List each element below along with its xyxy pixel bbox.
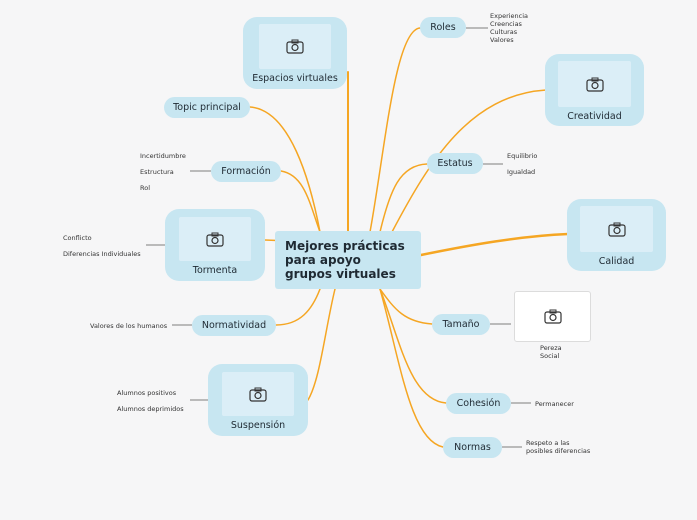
leaf-valores[interactable]: Valores <box>490 36 514 44</box>
leaf-diferencias-individuales[interactable]: Diferencias Individuales <box>63 250 141 258</box>
node-normatividad[interactable]: Normatividad <box>192 315 276 336</box>
node-estatus[interactable]: Estatus <box>427 153 483 174</box>
branch-suspension <box>307 288 336 401</box>
leaf-posibles-diferencias[interactable]: posibles diferencias <box>526 447 591 455</box>
leaf-alumnos-deprimidos[interactable]: Alumnos deprimidos <box>117 405 184 413</box>
leaf-creencias[interactable]: Creencias <box>490 20 522 28</box>
leaf-conflicto[interactable]: Conflicto <box>63 234 92 242</box>
leaf-pereza[interactable]: Pereza <box>540 344 562 352</box>
leaf-permanecer[interactable]: Permanecer <box>535 400 574 408</box>
leaf-igualdad[interactable]: Igualdad <box>507 168 536 176</box>
image-placeholder <box>222 372 294 416</box>
node-label: Topic principal <box>173 102 241 113</box>
branch-estatus <box>379 163 428 233</box>
node-cohesion[interactable]: Cohesión <box>446 393 511 414</box>
node-tamano[interactable]: Tamaño <box>432 314 490 335</box>
node-label: Espacios virtuales <box>252 73 338 84</box>
node-label: Calidad <box>598 256 635 267</box>
camera-icon <box>206 232 224 247</box>
central-topic-title: Mejores prácticas para apoyo grupos virt… <box>285 239 405 281</box>
branch-normatividad <box>275 288 321 326</box>
node-label: Tormenta <box>192 265 238 276</box>
leaf-social[interactable]: Social <box>540 352 560 360</box>
node-label: Normatividad <box>201 320 267 331</box>
node-label: Tamaño <box>442 319 480 330</box>
branch-topic <box>249 106 321 233</box>
node-tormenta[interactable]: Tormenta <box>165 209 265 281</box>
node-roles[interactable]: Roles <box>420 17 466 38</box>
camera-icon <box>286 39 304 54</box>
leaf-valores-de-los-humanos[interactable]: Valores de los humanos <box>90 322 168 330</box>
node-topic-principal[interactable]: Topic principal <box>164 97 250 118</box>
leaf-culturas[interactable]: Culturas <box>490 28 518 36</box>
image-card-tamano[interactable] <box>514 291 591 342</box>
node-creatividad[interactable]: Creatividad <box>545 54 644 126</box>
node-label: Suspensión <box>230 420 286 431</box>
node-label: Normas <box>454 442 491 453</box>
branch-formacion <box>280 170 321 233</box>
branch-normas <box>379 288 444 448</box>
leaf-incertidumbre[interactable]: Incertidumbre <box>140 152 186 160</box>
branch-creatividad <box>391 89 547 233</box>
leaf-rol[interactable]: Rol <box>140 184 151 192</box>
camera-icon <box>585 77 604 92</box>
image-placeholder <box>179 217 251 261</box>
image-placeholder <box>580 206 653 252</box>
leaf-experiencia[interactable]: Experiencia <box>490 12 529 20</box>
node-label: Estatus <box>437 158 473 169</box>
leaf-respeto-a-las[interactable]: Respeto a las <box>526 439 570 447</box>
node-espacios-virtuales[interactable]: Espacios virtuales <box>243 17 347 89</box>
central-topic[interactable]: Mejores prácticas para apoyo grupos virt… <box>275 231 421 289</box>
node-label: Cohesión <box>456 398 501 409</box>
leaf-alumnos-positivos[interactable]: Alumnos positivos <box>117 389 177 397</box>
node-label: Roles <box>430 22 456 33</box>
branch-roles <box>369 27 421 233</box>
node-calidad[interactable]: Calidad <box>567 199 666 271</box>
camera-icon <box>543 309 562 324</box>
node-suspension[interactable]: Suspensión <box>208 364 308 436</box>
node-label: Formación <box>221 166 271 177</box>
camera-icon <box>249 387 267 402</box>
leaf-estructura[interactable]: Estructura <box>140 168 174 176</box>
node-formacion[interactable]: Formación <box>211 161 281 182</box>
node-label: Creatividad <box>567 111 622 122</box>
camera-icon <box>607 222 626 237</box>
branch-cohesion <box>379 288 447 404</box>
leaf-equilibrio[interactable]: Equilibrio <box>507 152 538 160</box>
image-placeholder <box>259 24 331 69</box>
node-normas[interactable]: Normas <box>443 437 502 458</box>
branch-tamano <box>379 288 433 325</box>
image-placeholder <box>558 61 631 107</box>
branch-calidad <box>419 232 570 257</box>
